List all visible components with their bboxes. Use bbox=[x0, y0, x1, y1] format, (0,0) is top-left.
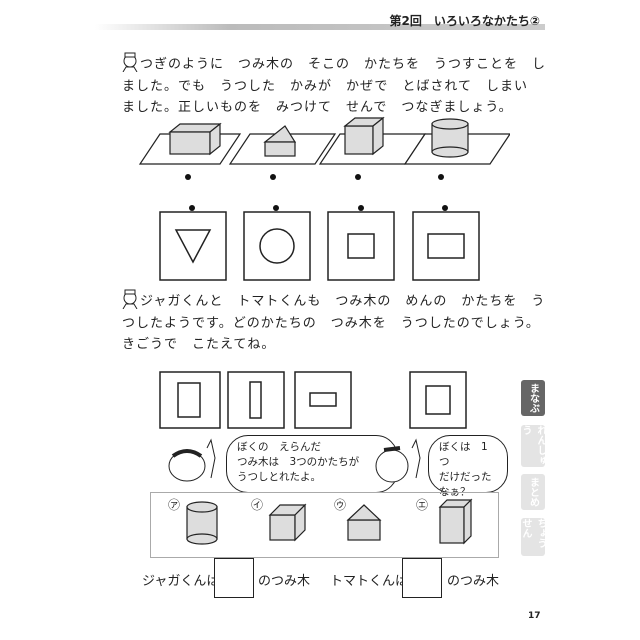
tomato-answer-suffix: のつみ木 bbox=[447, 574, 500, 589]
connect-dot[interactable] bbox=[189, 205, 195, 211]
connect-dot[interactable] bbox=[273, 205, 279, 211]
teacher-icon bbox=[122, 52, 138, 72]
header-rule bbox=[95, 24, 545, 30]
choice-mark-i: ㋑ bbox=[251, 498, 264, 512]
choices-box bbox=[150, 492, 499, 558]
tab-renshuu[interactable]: れんしゅう bbox=[520, 425, 546, 467]
connect-dot[interactable] bbox=[355, 174, 361, 180]
choice-mark-u: ㋒ bbox=[334, 498, 347, 512]
tomato-kun-character bbox=[375, 438, 421, 483]
traced-shapes bbox=[159, 211, 480, 281]
tab-matome[interactable]: まとめ bbox=[521, 474, 545, 510]
jaga-speech-bubble: ぼくの えらんだつみ木は 3つのかたちがうつしとれたよ。 bbox=[226, 435, 398, 493]
blocks-on-paper bbox=[138, 116, 510, 165]
question1-text: つぎのように つみ木の そこの かたちを うつすことを しました。でも うつした… bbox=[122, 57, 547, 115]
connect-dot[interactable] bbox=[185, 174, 191, 180]
choice-solids bbox=[186, 498, 473, 545]
choice-mark-a: ㋐ bbox=[168, 498, 181, 512]
connect-dot[interactable] bbox=[442, 205, 448, 211]
choice-mark-e: ㋓ bbox=[416, 498, 429, 512]
tomato-answer-box[interactable] bbox=[402, 558, 442, 598]
tomato-answer-label: トマトくんは bbox=[330, 574, 409, 589]
connect-dot[interactable] bbox=[270, 174, 276, 180]
jaga-answer-suffix: のつみ木 bbox=[258, 574, 311, 589]
connect-dot[interactable] bbox=[358, 205, 364, 211]
jaga-kun-character bbox=[168, 438, 216, 482]
connect-dot[interactable] bbox=[438, 174, 444, 180]
printed-shapes bbox=[159, 371, 467, 429]
tomato-speech-bubble: ぼくは 1つだけだったなぁ？ bbox=[428, 435, 508, 498]
page-number: 17 bbox=[528, 611, 541, 621]
teacher-icon bbox=[122, 289, 138, 309]
jaga-answer-box[interactable] bbox=[214, 558, 254, 598]
tab-chousen[interactable]: ちょうせん bbox=[520, 518, 546, 556]
tab-manabu[interactable]: まなぶ bbox=[521, 380, 545, 416]
page-title: 第2回 いろいろなかたち② bbox=[389, 14, 540, 28]
question2-text: ジャガくんと トマトくんも つみ木の めんの かたちを うつしたようです。どのか… bbox=[122, 294, 546, 352]
jaga-answer-label: ジャガくんは bbox=[142, 574, 220, 589]
